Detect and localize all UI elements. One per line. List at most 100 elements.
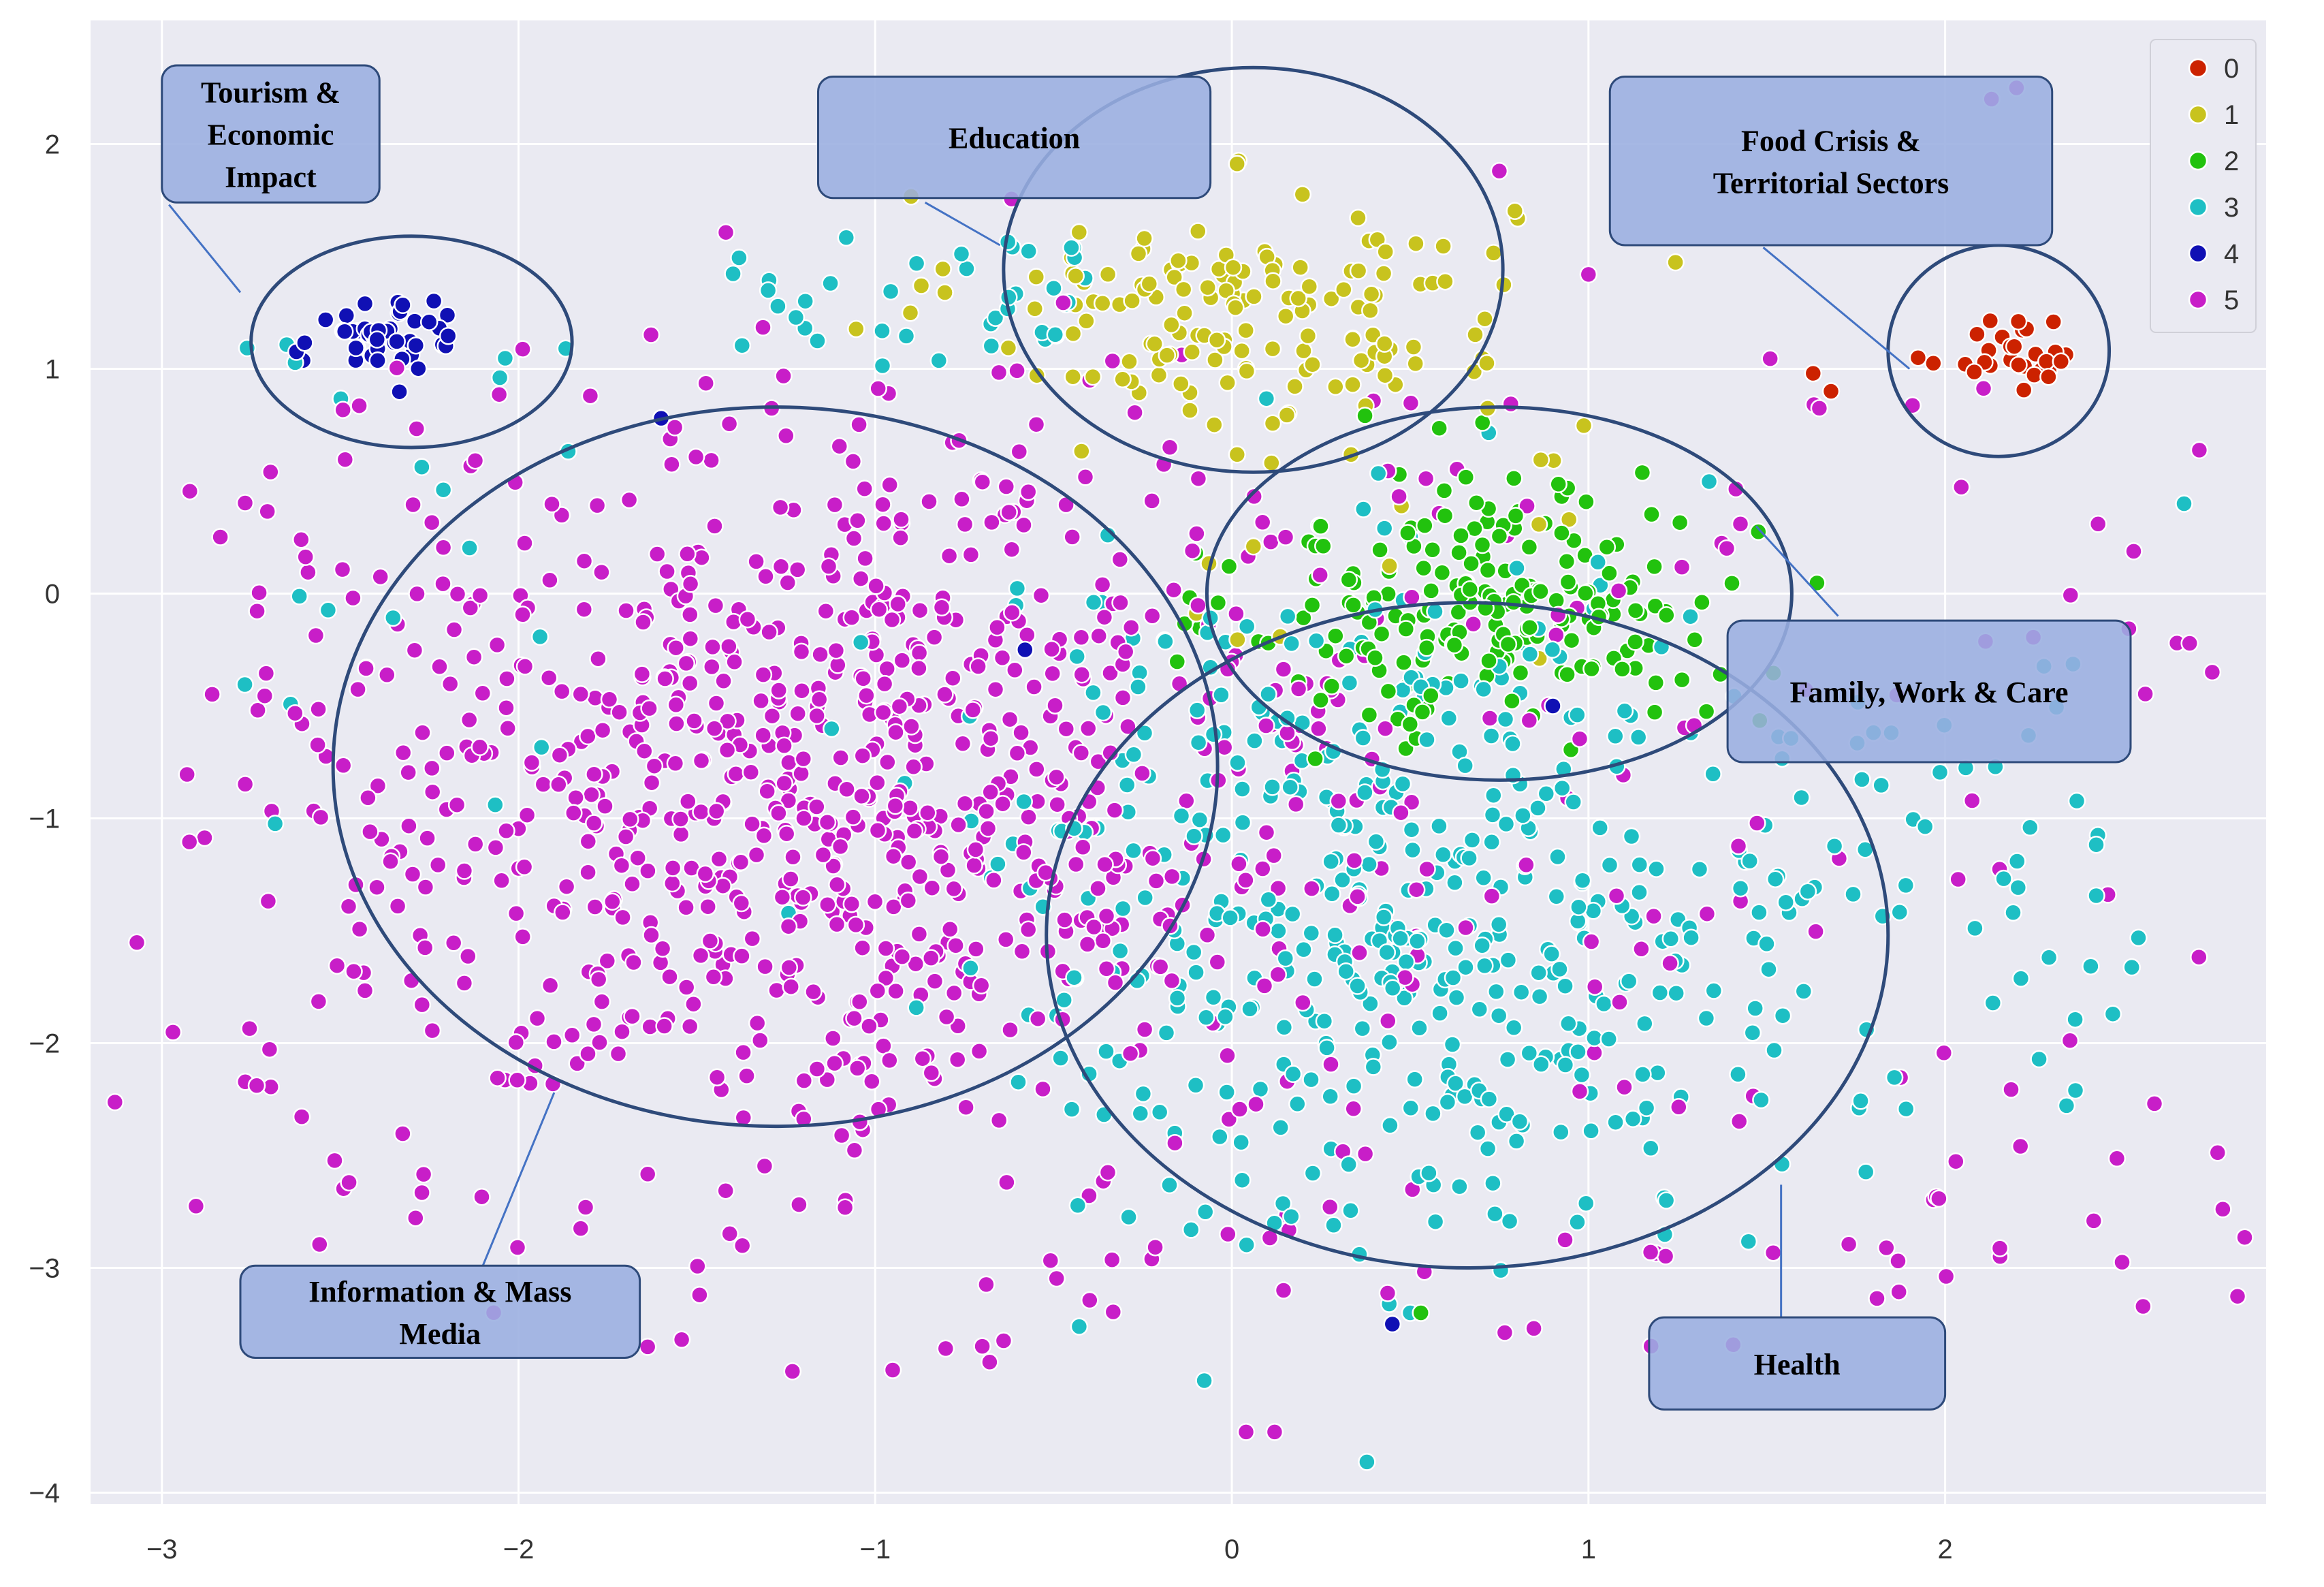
- scatter-point-cluster-5: [609, 1044, 628, 1063]
- scatter-point-cluster-4: [316, 311, 335, 329]
- scatter-point-cluster-5: [677, 654, 696, 673]
- scatter-point-cluster-1: [1263, 414, 1282, 433]
- legend-marker: [2188, 104, 2208, 125]
- scatter-point-cluster-5: [508, 1238, 527, 1257]
- scatter-point-cluster-3: [2009, 878, 2028, 897]
- scatter-point-cluster-1: [1478, 353, 1496, 373]
- scatter-point-cluster-5: [1008, 744, 1027, 763]
- scatter-point-cluster-5: [808, 706, 826, 725]
- scatter-point-cluster-5: [1935, 1043, 1954, 1063]
- scatter-point-cluster-5: [180, 482, 200, 501]
- scatter-point-cluster-3: [1690, 860, 1709, 879]
- scatter-point-cluster-3: [2008, 852, 2026, 870]
- scatter-point-cluster-3: [1186, 1076, 1205, 1095]
- scatter-point-cluster-5: [784, 848, 802, 866]
- scatter-point-cluster-5: [1008, 362, 1026, 380]
- scatter-point-cluster-5: [633, 665, 652, 683]
- scatter-point-cluster-5: [838, 780, 856, 799]
- scatter-point-cluster-5: [250, 583, 268, 602]
- scatter-point-cluster-5: [778, 573, 797, 592]
- scatter-point-cluster-5: [1253, 513, 1272, 532]
- scatter-point-cluster-3: [1211, 1127, 1229, 1146]
- scatter-point-cluster-3: [1520, 1043, 1539, 1063]
- scatter-point-cluster-5: [1748, 814, 1766, 832]
- scatter-point-cluster-5: [681, 575, 700, 593]
- scatter-point-cluster-5: [498, 719, 517, 738]
- scatter-point-cluster-5: [1237, 1423, 1256, 1441]
- scatter-point-cluster-1: [1237, 321, 1255, 340]
- scatter-point-cluster-5: [441, 674, 460, 693]
- scatter-point-cluster-5: [1106, 973, 1125, 992]
- scatter-point-cluster-5: [614, 908, 632, 927]
- scatter-point-cluster-3: [1484, 786, 1503, 804]
- scatter-point-cluster-5: [2011, 1137, 2030, 1156]
- scatter-point-cluster-3: [1647, 860, 1666, 878]
- scatter-point-cluster-5: [2214, 1200, 2232, 1219]
- scatter-point-cluster-5: [498, 670, 516, 688]
- annotation-text: Food Crisis &: [1741, 124, 1921, 157]
- scatter-point-cluster-5: [1151, 958, 1170, 976]
- annotation-text: Education: [949, 122, 1080, 155]
- scatter-point-cluster-5: [944, 879, 964, 898]
- scatter-point-cluster-5: [919, 804, 937, 822]
- scatter-point-cluster-5: [1311, 566, 1329, 584]
- scatter-point-cluster-5: [2134, 1297, 2152, 1316]
- scatter-point-cluster-5: [754, 665, 773, 684]
- scatter-point-cluster-5: [438, 744, 456, 762]
- scatter-point-cluster-5: [672, 1330, 691, 1349]
- scatter-point-cluster-5: [1547, 626, 1565, 644]
- scatter-point-cluster-5: [892, 510, 910, 529]
- scatter-point-cluster-5: [656, 670, 674, 688]
- scatter-point-cluster-3: [1548, 847, 1567, 866]
- scatter-point-cluster-1: [1289, 289, 1307, 308]
- scatter-point-cluster-5: [552, 682, 571, 701]
- scatter-point-cluster-5: [1416, 469, 1435, 488]
- scatter-point-cluster-2: [1360, 706, 1379, 724]
- scatter-point-cluster-5: [720, 1225, 739, 1243]
- scatter-point-cluster-5: [1126, 403, 1144, 422]
- scatter-point-cluster-3: [266, 815, 285, 833]
- scatter-point-cluster-5: [747, 552, 765, 571]
- scatter-point-cluster-3: [1340, 674, 1359, 692]
- scatter-point-cluster-5: [779, 917, 798, 936]
- scatter-point-cluster-5: [703, 657, 721, 676]
- scatter-point-cluster-3: [1595, 994, 1613, 1014]
- scatter-point-cluster-5: [350, 396, 368, 415]
- scatter-point-cluster-3: [1278, 607, 1297, 626]
- scatter-point-cluster-3: [1111, 941, 1130, 960]
- scatter-point-cluster-5: [513, 606, 532, 624]
- scatter-point-cluster-3: [1500, 1212, 1519, 1231]
- scatter-point-cluster-2: [1461, 580, 1480, 599]
- scatter-point-cluster-3: [1381, 1116, 1399, 1135]
- scatter-point-cluster-3: [1283, 905, 1302, 924]
- scatter-point-cluster-1: [1352, 351, 1371, 370]
- scatter-point-cluster-5: [1189, 469, 1208, 488]
- scatter-point-cluster-5: [1015, 516, 1033, 535]
- scatter-point-cluster-2: [1209, 593, 1228, 612]
- scatter-point-cluster-3: [907, 999, 925, 1017]
- scatter-point-cluster-1: [1300, 277, 1319, 296]
- annotation-text: Economic: [208, 119, 334, 152]
- scatter-point-cluster-5: [889, 595, 907, 614]
- scatter-point-cluster-3: [530, 627, 550, 646]
- scatter-point-cluster-3: [1303, 1164, 1322, 1182]
- scatter-point-cluster-5: [1764, 1243, 1783, 1262]
- scatter-point-cluster-3: [1084, 683, 1102, 702]
- scatter-point-cluster-3: [1168, 989, 1187, 1007]
- scatter-point-cluster-5: [667, 638, 685, 657]
- scatter-point-cluster-5: [696, 864, 715, 883]
- scatter-point-cluster-5: [795, 1071, 814, 1090]
- scatter-point-cluster-5: [550, 775, 568, 794]
- scatter-point-cluster-3: [1825, 836, 1844, 855]
- scatter-point-cluster-5: [1116, 642, 1135, 661]
- scatter-point-cluster-5: [552, 506, 571, 524]
- scatter-point-cluster-5: [355, 981, 375, 1000]
- scatter-point-cluster-5: [782, 870, 800, 888]
- scatter-point-cluster-3: [1315, 1011, 1334, 1031]
- scatter-point-cluster-5: [1095, 608, 1114, 627]
- scatter-point-cluster-3: [1113, 899, 1132, 918]
- scatter-point-cluster-5: [404, 495, 422, 514]
- scatter-point-cluster-2: [1473, 535, 1492, 554]
- scatter-point-cluster-5: [422, 513, 441, 532]
